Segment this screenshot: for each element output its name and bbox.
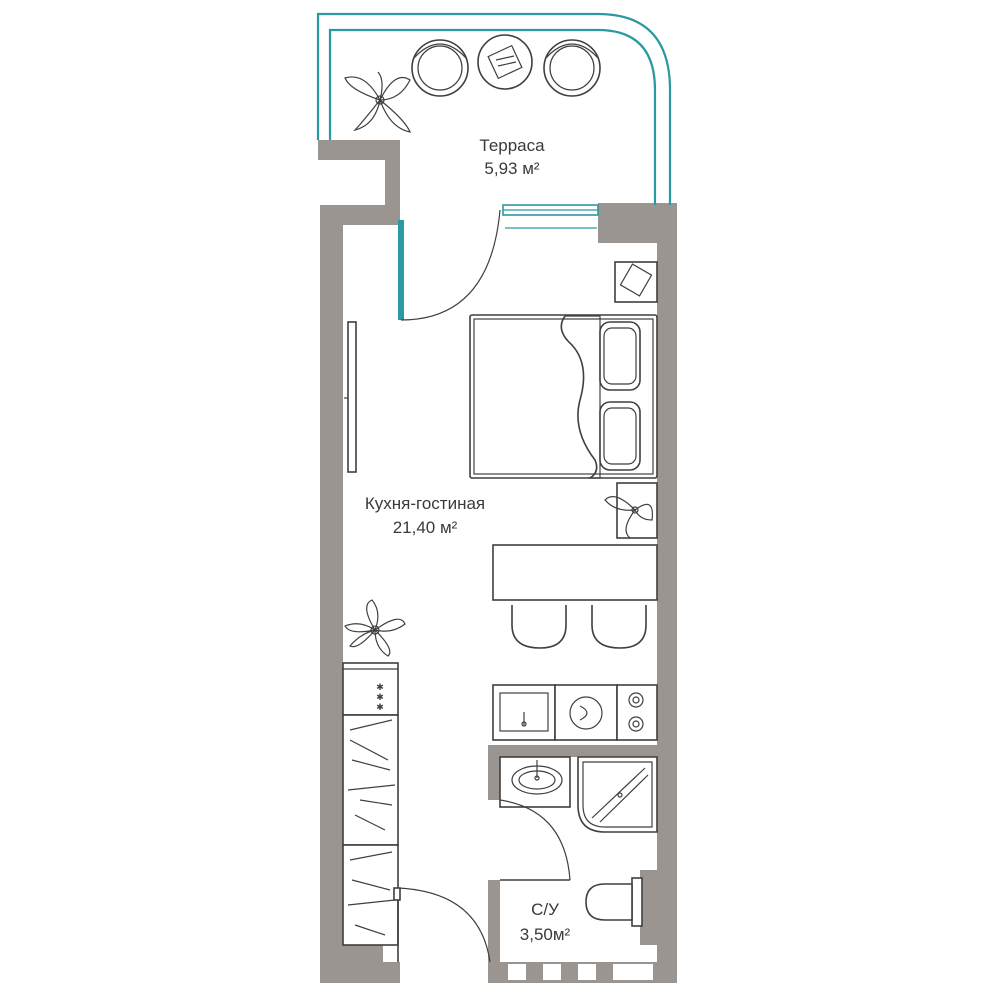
kitchen-counter: ✱ ✱ ✱ [342,662,399,946]
dining-table [492,544,658,601]
bathroom [499,756,658,927]
left-wall [320,205,343,983]
living-area: 21,40 м² [393,518,458,537]
bath-partition-top [488,745,658,757]
toilet-icon [585,877,643,927]
railing-outer [316,12,672,205]
bathroom-name: С/У [531,900,559,919]
bathroom-area: 3,50м² [520,925,571,944]
svg-text:✱: ✱ [376,703,384,713]
plant-icon [604,482,658,539]
door-leaf [398,220,404,320]
cabinet-upper [342,714,399,846]
bath-partition-upper [488,755,500,800]
vent-1 [508,964,526,980]
terrace-door [398,209,501,321]
kitchen-appliances [492,684,658,741]
terrace-window [502,204,599,229]
nightstand [614,261,658,303]
shower-icon [577,756,658,833]
door-swing-icon [499,799,571,881]
plant-icon [344,599,406,657]
pillow-icon [599,321,641,391]
svg-text:✱: ✱ [376,683,384,693]
vent-2 [543,964,561,980]
railing-inner [328,28,657,205]
top-right-wall-2 [598,203,658,243]
terrace-railing [316,12,672,205]
plant-icon [344,71,411,133]
terrace-furniture [344,34,601,133]
stove-icon [342,662,399,716]
entry-door [393,887,491,963]
armchair-icon [411,39,469,97]
walls [318,140,677,983]
living-name: Кухня-гостиная [365,494,485,513]
entrance-stub [343,945,383,962]
door-swing-icon [397,887,491,963]
door-swing-icon [400,209,501,321]
svg-text:✱: ✱ [376,693,384,703]
sink-icon [492,684,556,741]
bottom-left-wall [320,962,400,983]
top-left-wall [318,140,400,225]
stool-2 [591,605,647,649]
bed-icon [469,314,658,479]
stool-1 [511,605,567,649]
table-icon [477,34,533,90]
cabinet-lower [342,844,399,946]
washing-machine-icon [554,684,618,741]
bath-partition-lower [488,880,500,965]
armchair-icon [543,39,601,97]
vent-3 [578,964,596,980]
pillow-icon [599,401,641,471]
sink-icon [499,756,571,808]
right-wall [657,205,677,983]
toilet-wall-stub [640,870,658,945]
stove-icon [616,684,658,741]
wall-panel [344,321,357,473]
terrace-area: 5,93 м² [484,159,539,178]
terrace-name: Терраса [479,136,545,155]
bath-door [499,799,571,881]
vent-4 [613,964,653,980]
